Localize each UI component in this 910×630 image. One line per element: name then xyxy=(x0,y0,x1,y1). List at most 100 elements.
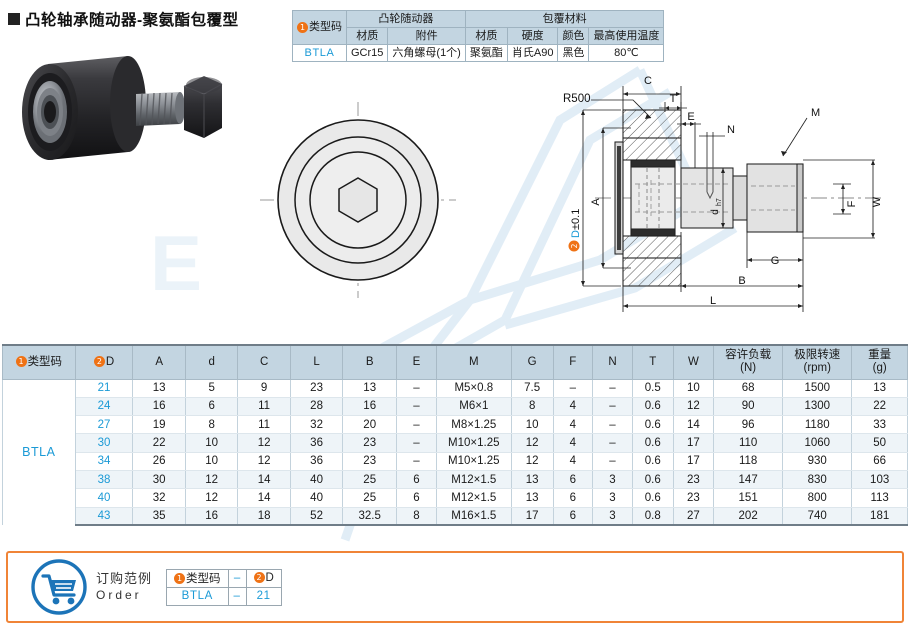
cell-L: 32 xyxy=(289,415,344,435)
cell-speed: 1180 xyxy=(782,415,853,435)
product-photo xyxy=(22,56,223,160)
cell-B: 32.5 xyxy=(342,506,398,527)
cell-D: 40 xyxy=(74,488,134,508)
cell-L: 52 xyxy=(289,506,344,527)
cell-L: 23 xyxy=(289,378,344,398)
cell-B: 13 xyxy=(342,378,398,398)
cell-M: M12×1.5 xyxy=(435,488,512,508)
cell-A: 16 xyxy=(132,396,186,417)
cell-cover-max-temp: 80℃ xyxy=(588,44,665,62)
cell-M: M12×1.5 xyxy=(435,469,512,490)
cell-N: – xyxy=(592,378,633,398)
cell-cover-material: 聚氨酯 xyxy=(464,44,508,62)
cell-M: M16×1.5 xyxy=(435,506,512,527)
cell-L: 40 xyxy=(289,488,344,508)
header-cover-color: 颜色 xyxy=(557,27,590,45)
cell-T: 0.6 xyxy=(631,415,674,435)
cell-weight: 66 xyxy=(851,451,908,471)
cell-C: 11 xyxy=(237,415,291,435)
cell-N: – xyxy=(592,451,633,471)
cell-G: 13 xyxy=(510,469,554,490)
cell-type-code-main: BTLA xyxy=(2,379,76,526)
cell-load: 151 xyxy=(713,488,784,508)
cell-G: 17 xyxy=(510,506,554,527)
material-data-row: BTLA GCr15 六角螺母(1个) 聚氨酯 肖氏A90 黑色 80℃ xyxy=(292,44,665,62)
dim-label-M: M xyxy=(811,107,820,119)
dim-label-bore: d xyxy=(710,209,721,215)
header-group-follower: 凸轮随动器 xyxy=(346,10,466,28)
cell-d: 10 xyxy=(184,433,239,453)
dim-label-W: W xyxy=(871,196,883,207)
cell-A: 35 xyxy=(132,506,186,527)
cell-F: 4 xyxy=(552,451,594,471)
dim-label-E: E xyxy=(687,111,694,123)
cell-M: M10×1.25 xyxy=(435,451,512,471)
cell-speed: 830 xyxy=(782,469,853,490)
cell-L: 28 xyxy=(289,396,344,417)
cell-L: 40 xyxy=(289,469,344,490)
cell-F: 6 xyxy=(552,506,594,527)
cell-N: 3 xyxy=(592,506,633,527)
header-weight: 重量 (g) xyxy=(851,344,908,380)
cell-weight: 181 xyxy=(851,506,908,527)
cell-weight: 103 xyxy=(851,469,908,490)
header-L: L xyxy=(289,344,344,380)
dim-label-F: F xyxy=(846,200,858,207)
table-row: 38 30 12 14 40 25 6 M12×1.5 13 6 3 0.6 2… xyxy=(3,469,908,490)
front-view-drawing xyxy=(260,102,456,298)
title-bullet-square xyxy=(8,13,20,25)
cell-W: 17 xyxy=(672,451,715,471)
cell-C: 14 xyxy=(237,469,291,490)
table-row: 43 35 16 18 52 32.5 8 M16×1.5 17 6 3 0.8… xyxy=(3,506,908,527)
header-F: F xyxy=(552,344,594,380)
cell-E: – xyxy=(396,396,437,417)
cell-E: 8 xyxy=(396,506,437,527)
table-row: 40 32 12 14 40 25 6 M12×1.5 13 6 3 0.6 2… xyxy=(3,488,908,508)
cell-speed: 1500 xyxy=(782,378,853,398)
svg-text:E: E xyxy=(150,219,202,307)
cell-B: 20 xyxy=(342,415,398,435)
cell-G: 13 xyxy=(510,488,554,508)
cell-weight: 33 xyxy=(851,415,908,435)
header-follower-accessory: 附件 xyxy=(387,27,466,45)
cell-E: – xyxy=(396,433,437,453)
header-d: d xyxy=(184,344,239,380)
cell-load: 147 xyxy=(713,469,784,490)
order-value-row: BTLA – 21 xyxy=(166,586,282,606)
dim-label-C: C xyxy=(644,75,652,87)
cell-load: 110 xyxy=(713,433,784,453)
dim-label-N: N xyxy=(727,124,735,136)
cell-T: 0.6 xyxy=(631,469,674,490)
cell-W: 17 xyxy=(672,433,715,453)
cell-F: 4 xyxy=(552,415,594,435)
cell-W: 27 xyxy=(672,506,715,527)
cell-d: 5 xyxy=(184,378,239,398)
cell-B: 23 xyxy=(342,451,398,471)
cell-weight: 13 xyxy=(851,378,908,398)
cell-E: – xyxy=(396,378,437,398)
cell-T: 0.6 xyxy=(631,488,674,508)
cell-D: 24 xyxy=(74,396,134,417)
header-cover-hardness: 硬度 xyxy=(506,27,559,45)
cell-N: – xyxy=(592,396,633,417)
cell-D: 30 xyxy=(74,433,134,453)
cell-follower-material: GCr15 xyxy=(345,44,389,62)
cell-T: 0.5 xyxy=(631,378,674,398)
cell-N: 3 xyxy=(592,469,633,490)
order-value-dash: – xyxy=(227,586,247,606)
cell-N: – xyxy=(592,415,633,435)
cell-T: 0.6 xyxy=(631,451,674,471)
cell-A: 32 xyxy=(132,488,186,508)
cell-type-code: BTLA xyxy=(292,44,347,62)
order-value-type-code: BTLA xyxy=(166,586,229,606)
shopping-cart-icon xyxy=(31,559,87,615)
cell-D: 34 xyxy=(74,451,134,471)
svg-text:2: 2 xyxy=(570,243,579,248)
